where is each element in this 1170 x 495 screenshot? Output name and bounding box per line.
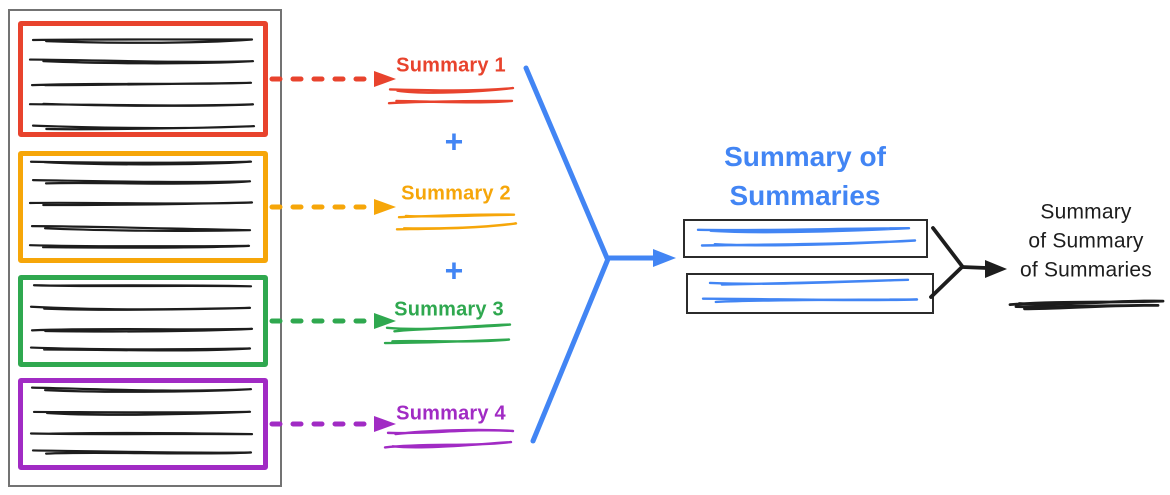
merge-arrow-blue xyxy=(523,65,676,444)
summary-scribble-line xyxy=(386,428,515,436)
document-box-1 xyxy=(18,21,268,137)
summary-3-dashed-arrow xyxy=(269,313,396,329)
summary-of-summaries-box-1 xyxy=(683,219,928,258)
merge-line-bottom xyxy=(929,265,964,299)
summary-4-scribble xyxy=(383,428,515,449)
merge-line-bottom xyxy=(530,256,611,444)
summary-1-dashed-arrow xyxy=(269,71,396,87)
final-line-1: Summary xyxy=(1040,200,1132,224)
final-summary-label: Summary of Summary of Summaries xyxy=(1020,198,1152,285)
summary-scribble-line xyxy=(383,338,511,345)
document-box-4 xyxy=(18,378,268,470)
summary-1-label: Summary 1 xyxy=(396,54,506,77)
arrowhead-icon xyxy=(374,71,396,87)
summary-3-scribble xyxy=(383,323,512,345)
arrowhead-icon xyxy=(653,249,676,267)
arrowhead-icon xyxy=(985,260,1007,278)
summary-scribble-line xyxy=(385,323,512,333)
arrowhead-icon xyxy=(374,199,396,215)
merge-line-top xyxy=(523,65,610,261)
arrowhead-icon xyxy=(374,416,396,432)
plus-sign-1: + xyxy=(444,123,464,160)
document-box-3 xyxy=(18,275,268,367)
document-box-2 xyxy=(18,151,268,263)
title-line-1: Summary of xyxy=(724,141,886,172)
arrowhead-icon xyxy=(374,313,396,329)
summary-scribble-line xyxy=(395,222,518,231)
summary-scribble-line xyxy=(387,99,514,105)
final-line-2: of Summary xyxy=(1028,229,1144,253)
summary-of-summaries-title: Summary of Summaries xyxy=(724,137,886,215)
summary-scribble-line xyxy=(397,213,516,219)
plus-sign-2: + xyxy=(444,252,464,289)
summary-scribble-line xyxy=(388,86,515,94)
title-line-2: Summaries xyxy=(729,180,881,211)
summary-scribble-line xyxy=(383,440,513,449)
merge-line-top xyxy=(931,226,964,268)
summary-4-label: Summary 4 xyxy=(396,402,506,425)
summary-scribble-line xyxy=(1008,299,1165,307)
summary-2-scribble xyxy=(395,213,518,231)
summary-2-dashed-arrow xyxy=(269,199,396,215)
merge-arrow-black xyxy=(929,226,1007,299)
final-line-3: of Summaries xyxy=(1020,258,1152,282)
summary-of-summaries-box-2 xyxy=(686,273,934,314)
summary-2-label: Summary 2 xyxy=(401,182,511,205)
summary-3-label: Summary 3 xyxy=(394,298,504,321)
merge-line-shaft xyxy=(960,265,989,270)
summary-scribble-line xyxy=(1014,303,1160,311)
summary-4-dashed-arrow xyxy=(269,416,396,432)
summary-1-scribble xyxy=(387,86,515,105)
final-summary-scribble xyxy=(1008,299,1165,311)
